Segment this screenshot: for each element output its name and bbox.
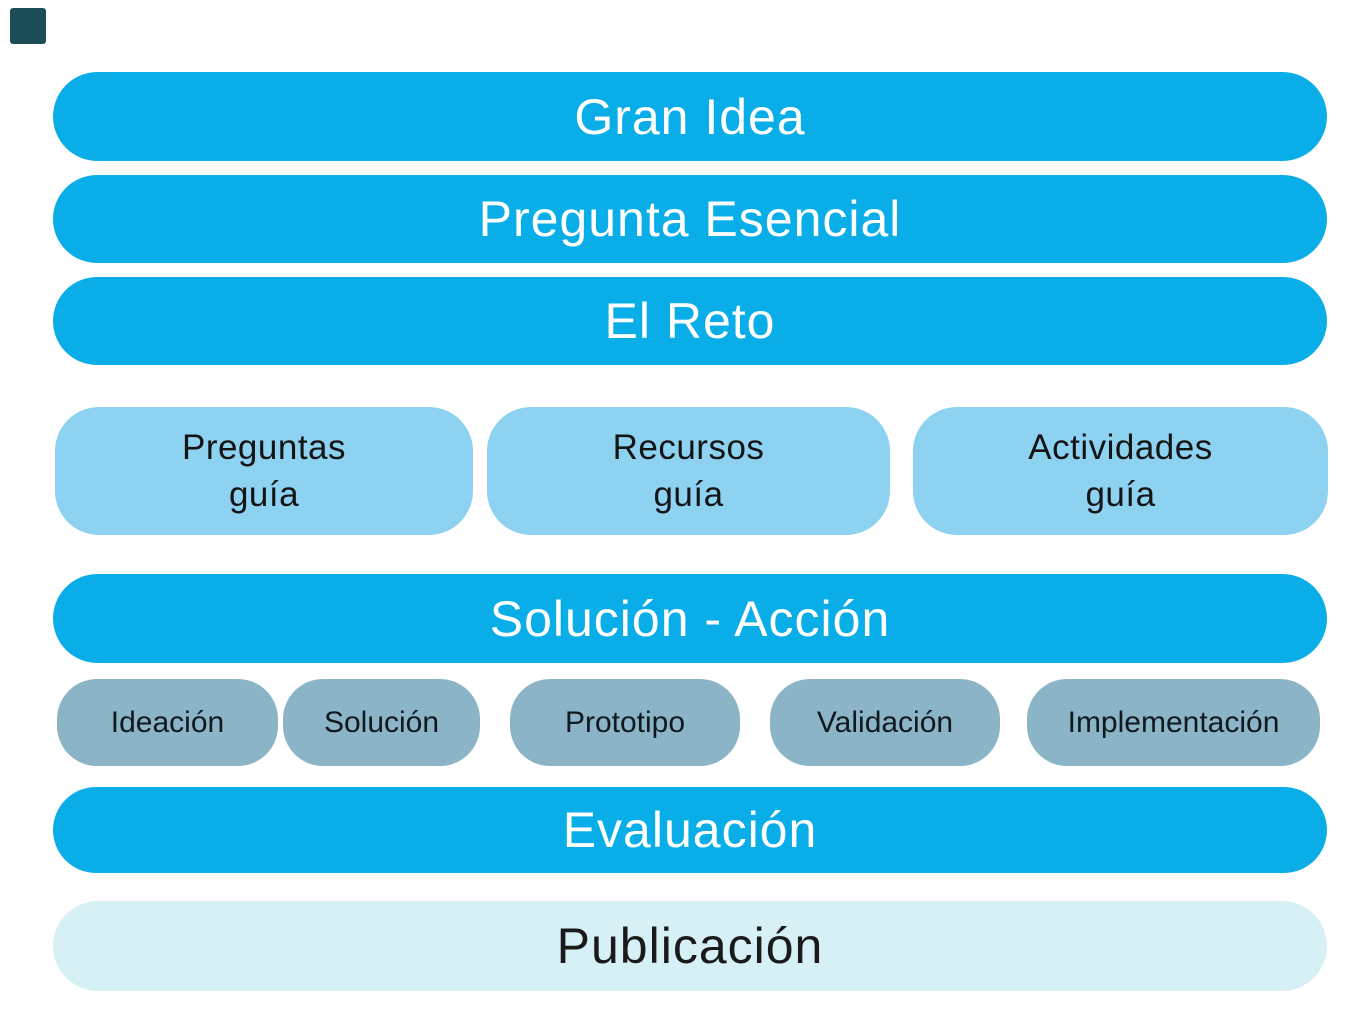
action-step-prototipo: Prototipo (510, 679, 740, 766)
action-step-label: Implementación (1067, 705, 1280, 739)
action-step-ideacion: Ideación (57, 679, 278, 766)
guide-box-line2: guía (653, 475, 724, 514)
stage-bar-solucion-accion: Solución - Acción (53, 574, 1327, 663)
stage-label: El Reto (604, 293, 776, 349)
action-step-validacion: Validación (770, 679, 1000, 766)
action-step-solucion: Solución (283, 679, 480, 766)
stage-label: Solución - Acción (489, 590, 891, 647)
action-step-label: Ideación (110, 705, 225, 739)
stage-label: Gran Idea (574, 88, 806, 145)
guide-box-actividades-guia: Actividades guía (913, 407, 1328, 535)
guide-box-preguntas-guia: Preguntas guía (55, 407, 473, 535)
corner-accent-square (10, 8, 46, 44)
stage-bar-pregunta-esencial: Pregunta Esencial (53, 175, 1327, 263)
stage-bar-evaluacion: Evaluación (53, 787, 1327, 873)
stage-label: Publicación (556, 918, 824, 974)
stage-bar-gran-idea: Gran Idea (53, 72, 1327, 161)
guide-box-line1: Preguntas (181, 428, 347, 467)
stage-label: Evaluación (562, 802, 818, 858)
stage-label: Pregunta Esencial (478, 191, 902, 247)
guide-box-line2: guía (1085, 475, 1156, 514)
action-step-label: Prototipo (564, 705, 686, 739)
guide-box-recursos-guia: Recursos guía (487, 407, 890, 535)
action-step-label: Validación (816, 705, 954, 739)
guide-box-line1: Actividades (1028, 428, 1213, 467)
action-step-implementacion: Implementación (1027, 679, 1320, 766)
guide-box-line1: Recursos (612, 428, 765, 467)
action-step-label: Solución (323, 705, 440, 739)
guide-box-line2: guía (228, 475, 300, 514)
stage-bar-el-reto: El Reto (53, 277, 1327, 365)
stage-bar-publicacion: Publicación (53, 901, 1327, 991)
